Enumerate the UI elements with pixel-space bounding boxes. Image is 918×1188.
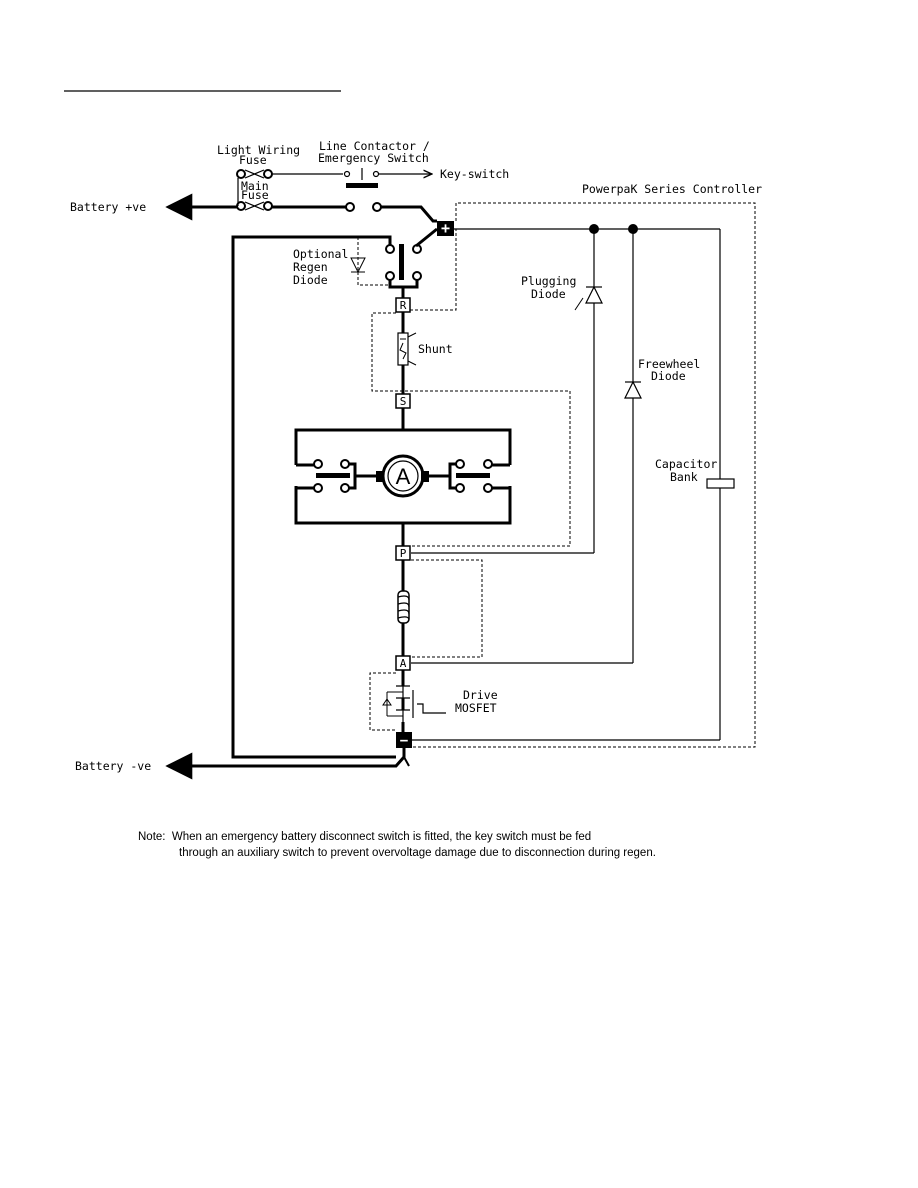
main-fuse-label: Main	[241, 179, 269, 193]
terminal-r: R	[400, 299, 407, 312]
freewheel-label: Freewheel	[638, 357, 700, 371]
key-switch-label: Key-switch	[440, 167, 509, 181]
drive-mosfet: Drive MOSFET	[369, 670, 498, 732]
battery-positive-label: Battery +ve	[70, 200, 146, 214]
light-wiring-fuse-label: Fuse	[239, 153, 267, 167]
negative-terminal: −	[396, 732, 412, 749]
fuse-section: Light Wiring Fuse Main Fuse Line Contact…	[70, 139, 509, 223]
positive-rail: Plugging Diode Freewheel Diode Capacitor…	[411, 224, 735, 741]
main-fuse-label-2: Fuse	[241, 188, 269, 202]
terminal-p: P	[400, 547, 407, 560]
freewheel-diode-label: Diode	[651, 369, 686, 383]
armature-glyph: A	[396, 464, 411, 489]
emergency-switch-label: Emergency Switch	[318, 151, 429, 165]
plugging-diode-label: Diode	[531, 287, 566, 301]
capacitor-label: Capacitor	[655, 457, 717, 471]
line-contactor-label: Line Contactor /	[319, 139, 430, 153]
bank-label: Bank	[670, 470, 698, 484]
battery-return: Battery -ve	[75, 235, 410, 780]
shunt-section: R Shunt S	[371, 229, 571, 547]
motor-armature-block: A	[294, 428, 512, 546]
note-block: Note: When an emergency battery disconne…	[138, 831, 656, 859]
plugging-label: Plugging	[521, 274, 576, 288]
controller-label: PowerpaK Series Controller	[582, 182, 762, 196]
battery-negative-label: Battery -ve	[75, 759, 151, 773]
shunt-label: Shunt	[418, 342, 453, 356]
optional-label: Optional	[293, 247, 348, 261]
negative-terminal-glyph: −	[400, 733, 408, 749]
mosfet-label: MOSFET	[455, 701, 497, 715]
regen-contactor: Optional Regen Diode	[293, 227, 438, 298]
drive-label: Drive	[463, 688, 498, 702]
note-line-2: through an auxiliary switch to prevent o…	[179, 847, 656, 859]
light-wiring-label: Light Wiring	[217, 143, 300, 157]
note-line-1: Note: When an emergency battery disconne…	[138, 831, 591, 843]
field-section: P A	[395, 545, 483, 671]
terminal-s: S	[400, 395, 407, 408]
controller-boundary: PowerpaK Series Controller	[411, 182, 762, 748]
terminal-a: A	[400, 657, 407, 670]
positive-terminal: +	[437, 219, 454, 237]
positive-terminal-glyph: +	[441, 219, 450, 237]
regen-diode-label: Diode	[293, 273, 328, 287]
regen-label: Regen	[293, 260, 328, 274]
